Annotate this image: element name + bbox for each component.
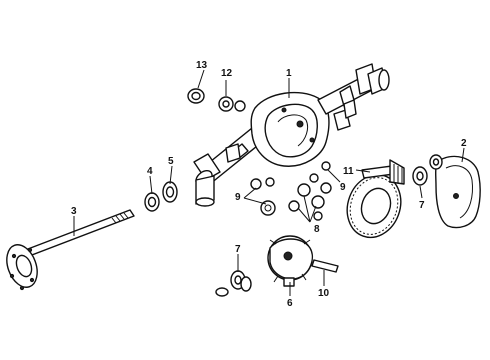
ring-gear (346, 173, 402, 239)
callout-13: 13 (196, 60, 208, 71)
callout-7b: 7 (419, 200, 425, 211)
callout-7a: 7 (235, 244, 241, 255)
axle-housing (193, 63, 390, 207)
callout-9a: 9 (235, 192, 241, 203)
callout-2: 2 (461, 138, 467, 149)
callout-10: 10 (318, 288, 330, 299)
leader-lines (73, 69, 465, 296)
callout-3: 3 (71, 206, 77, 217)
callout-12: 12 (221, 68, 233, 79)
pinion-bearing-upper (218, 96, 246, 112)
pinion-seal (187, 88, 205, 104)
callout-1: 1 (286, 68, 292, 79)
side-bearing-left (215, 270, 252, 297)
callout-8: 8 (314, 224, 320, 235)
differential-gears (250, 173, 332, 216)
differential-case (267, 235, 314, 287)
callout-11: 11 (343, 166, 354, 177)
differential-cover (434, 155, 481, 229)
axle-seal (162, 181, 178, 203)
callout-9b: 9 (340, 182, 346, 193)
axle-bearing (144, 192, 160, 212)
callout-labels: 1 2 3 4 5 6 7 7 8 9 9 10 11 12 13 (71, 60, 467, 309)
pinion-bearing (412, 154, 443, 186)
callout-6: 6 (287, 298, 293, 309)
pinion-gear (361, 159, 405, 185)
thrust-washers (313, 161, 331, 221)
cross-shaft-pin (311, 259, 339, 273)
callout-4: 4 (147, 166, 153, 177)
callout-5: 5 (168, 156, 174, 167)
axle-shaft (6, 209, 135, 291)
